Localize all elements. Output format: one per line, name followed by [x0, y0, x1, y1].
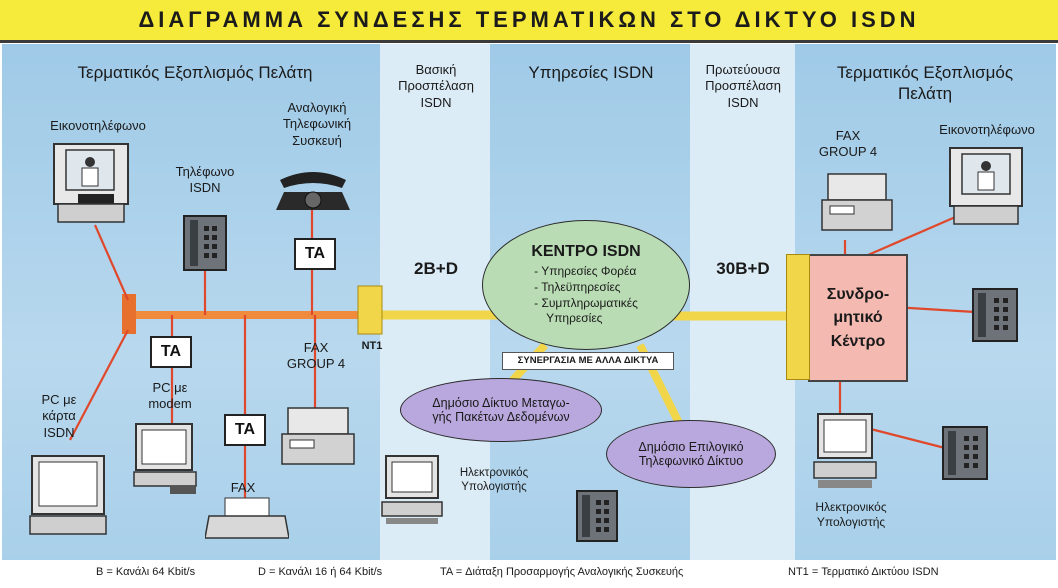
legend-ta: TA = Διάταξη Προσαρμογής Αναλογικής Συσκ…	[440, 566, 684, 578]
middle-phone-icon	[576, 490, 618, 542]
isdn-phone-icon	[183, 215, 227, 271]
ta-box-fax: TA	[224, 414, 266, 446]
legend-b: B = Κανάλι 64 Kbit/s	[96, 566, 196, 578]
interwork-label: ΣΥΝΕΡΓΑΣΙΑ ΜΕ ΑΛΛΑ ΔΙΚΤΥΑ	[502, 352, 674, 370]
center-item-teleservices: - Τηλεϋπηρεσίες	[534, 279, 621, 294]
pc-modem-label: PC με modem	[148, 380, 192, 412]
pc-card-icon	[29, 455, 107, 535]
pc-card-label: PC με κάρτα ISDN	[41, 392, 77, 440]
pstn-ellipse: Δημόσιο Επιλογικό Τηλεφωνικό Δίκτυο	[606, 420, 776, 488]
isdn-center-title: ΚΕΝΤΡΟ ISDN	[531, 243, 641, 261]
right-phone-2-icon	[942, 426, 988, 480]
pbx-access-connector	[786, 254, 810, 380]
middle-computer-icon	[381, 455, 443, 524]
analog-phone-icon	[276, 172, 350, 210]
services-header: Υπηρεσίες ISDN	[528, 63, 654, 82]
center-item-supplementary: - Συμπληρωματικές	[534, 295, 638, 310]
right-phone-1-icon	[972, 288, 1018, 342]
videophone-icon	[53, 143, 129, 223]
center-item-services: Υπηρεσίες	[546, 311, 603, 326]
right-videophone-label: Εικονοτηλέφωνο	[939, 122, 1035, 137]
primary-access-label: Πρωτεύουσα Προσπέλαση ISDN	[705, 62, 781, 110]
wire-videophone	[93, 224, 130, 301]
wire-pc-card	[69, 329, 129, 441]
analog-phone-label: Αναλογική Τηλεφωνική Συσκευή	[282, 100, 352, 148]
diagram-title: ΔΙΑΓΡΑΜΜΑ ΣΥΝΔΕΣΗΣ ΤΕΡΜΑΤΙΚΩΝ ΣΤΟ ΔΙΚΤΥΟ…	[0, 0, 1058, 43]
right-videophone-icon	[949, 147, 1023, 225]
videophone-label: Εικονοτηλέφωνο	[50, 118, 146, 133]
nt1-label: NT1	[361, 340, 383, 352]
pc-modem-icon	[133, 423, 197, 494]
ta-box-analog: TA	[294, 238, 336, 270]
legend-nt1: NT1 = Τερματικό Δικτύου ISDN	[788, 566, 939, 578]
isdn-phone-label: Τηλέφωνο ISDN	[175, 164, 235, 196]
pbx-box: Συνδρο- μητικό Κέντρο	[808, 254, 908, 382]
right-computer-icon	[813, 413, 877, 488]
basic-access-label: Βασική Προσπέλαση ISDN	[398, 62, 474, 110]
center-item-bearer: - Υπηρεσίες Φορέα	[534, 264, 637, 279]
fax-label: FAX	[230, 480, 256, 495]
ta-box-pc-modem: TA	[150, 336, 192, 368]
bus-junction	[122, 294, 136, 334]
fax-g4-icon	[281, 407, 355, 465]
middle-computer-label: Ηλεκτρονικός Υπολογιστής	[459, 467, 529, 494]
right-computer-label: Ηλεκτρονικός Υπολογιστής	[815, 500, 887, 529]
fax-g4-label: FAX GROUP 4	[286, 340, 346, 372]
nt1-block	[357, 285, 383, 335]
right-fax-g4-label: FAX GROUP 4	[818, 128, 878, 160]
primary-rate-label: 30B+D	[716, 259, 770, 278]
right-header: Τερματικός Εξοπλισμός Πελάτη	[836, 63, 1014, 104]
fax-icon	[205, 497, 289, 539]
isdn-center-ellipse: ΚΕΝΤΡΟ ISDN - Υπηρεσίες Φορέα - Τηλεϋπηρ…	[482, 220, 690, 350]
basic-rate-label: 2B+D	[414, 259, 458, 278]
packet-network-ellipse: Δημόσιο Δίκτυο Μεταγω- γής Πακέτων Δεδομ…	[400, 378, 602, 442]
left-header: Τερματικός Εξοπλισμός Πελάτη	[77, 63, 313, 82]
legend-d: D = Κανάλι 16 ή 64 Kbit/s	[258, 566, 383, 578]
right-fax-g4-icon	[821, 173, 893, 231]
